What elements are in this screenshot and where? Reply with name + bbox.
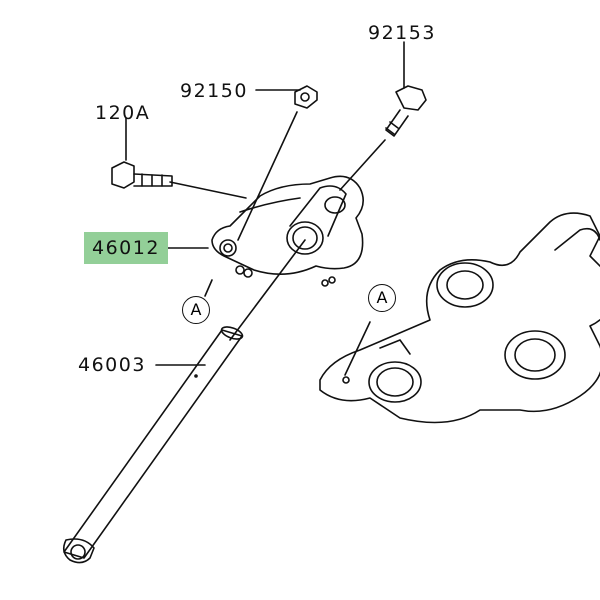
reference-marker-a: A (182, 296, 210, 324)
part-label-46012-highlighted[interactable]: 46012 (84, 232, 168, 264)
bolt-92150 (294, 85, 318, 109)
handlebar-holder-46012 (211, 175, 364, 287)
handlebar-pipe-46003 (62, 326, 244, 564)
upper-triple-clamp (319, 212, 600, 424)
part-label-120a: 120A (95, 102, 151, 124)
bolt-120a (111, 161, 173, 189)
part-label-46003: 46003 (78, 354, 146, 376)
part-label-92153: 92153 (368, 22, 436, 44)
part-label-92150: 92150 (180, 80, 248, 102)
reference-marker-a: A (368, 284, 396, 312)
leader-lines (125, 41, 405, 376)
bolt-92153 (385, 85, 427, 137)
